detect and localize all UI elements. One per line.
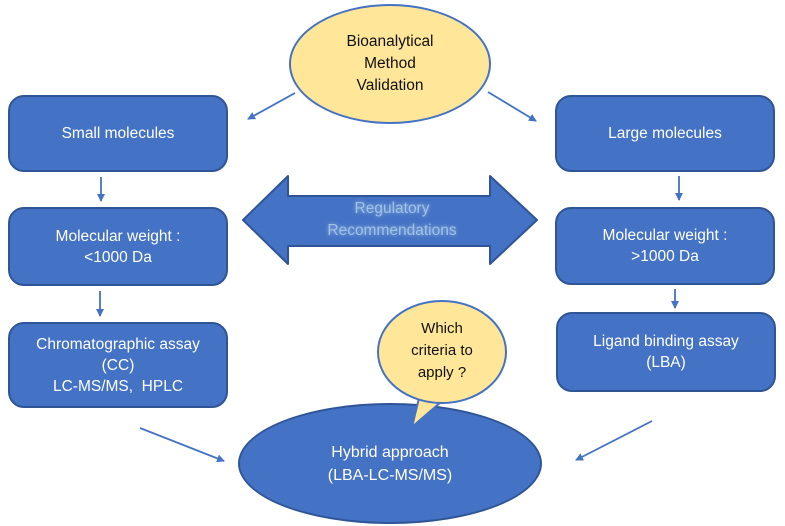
chromatographic-line-2: (CC) — [101, 356, 135, 374]
large-molecules-label: Large molecules — [608, 125, 722, 142]
hybrid-line-2: (LBA-LC-MS/MS) — [327, 466, 453, 484]
arrow-root-to-small-molecules — [247, 92, 296, 120]
ligand-binding-assay-box: Ligand binding assay (LBA) — [556, 312, 776, 392]
regulatory-recommendations-label: Regulatory Recommendations — [278, 198, 506, 242]
root-node-bioanalytical-method-validation: Bioanalytical Method Validation — [289, 4, 491, 124]
double-headed-arrow — [242, 175, 538, 265]
lba-line-1: Ligand binding assay — [593, 333, 739, 350]
arrow-label-line-2: Recommendations — [327, 222, 457, 239]
lba-line-2: (LBA) — [646, 354, 686, 371]
mw-right-line-1: Molecular weight : — [602, 227, 728, 244]
mw-left-line-2: <1000 Da — [84, 248, 152, 266]
callout-line-1: Which — [421, 320, 463, 337]
chromatographic-line-3: LC-MS/MS, HPLC — [52, 377, 184, 395]
callout-line-3: apply ? — [417, 364, 467, 381]
molecular-weight-right-box: Molecular weight : >1000 Da — [555, 207, 775, 285]
root-line-2: Method — [364, 55, 416, 72]
hybrid-line-1: Hybrid approach — [331, 443, 449, 461]
arrow-chromatographic-to-hybrid — [139, 427, 225, 463]
arrow-root-to-large-molecules — [487, 91, 537, 122]
large-molecules-box: Large molecules — [555, 95, 775, 172]
root-line-3: Validation — [356, 77, 424, 94]
small-molecules-label: Small molecules — [61, 125, 175, 142]
mw-right-line-2: >1000 Da — [631, 248, 699, 265]
which-criteria-callout-text: Which criteria to apply ? — [390, 318, 494, 384]
mw-left-line-1: Molecular weight : — [55, 227, 181, 245]
molecular-weight-left-box: Molecular weight : <1000 Da — [8, 207, 228, 286]
arrow-label-line-1: Regulatory — [354, 200, 430, 217]
callout-line-2: criteria to — [411, 342, 473, 359]
arrow-lba-to-hybrid — [575, 420, 653, 461]
root-line-1: Bioanalytical — [346, 33, 434, 50]
hybrid-approach-ellipse: Hybrid approach (LBA-LC-MS/MS) — [238, 403, 542, 524]
small-molecules-box: Small molecules — [8, 95, 228, 172]
chromatographic-assay-box: Chromatographic assay (CC) LC-MS/MS, HPL… — [8, 322, 228, 408]
chromatographic-line-1: Chromatographic assay — [36, 335, 200, 353]
